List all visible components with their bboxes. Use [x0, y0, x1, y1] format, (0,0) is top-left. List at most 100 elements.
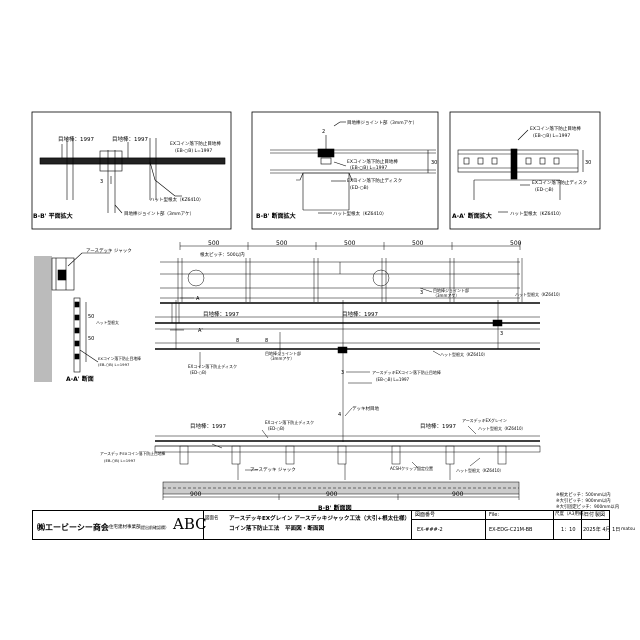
note-1: ※根太ピッチ：500mm以内 — [556, 491, 611, 498]
section-aa-disc-sub: (ED-○B) — [535, 187, 554, 193]
plan-dim-2: 500 — [276, 240, 288, 247]
plan-detail-coin-bar: EXコイン落下防止目地棒 — [170, 140, 221, 147]
drawing-no-label: 図面番号 — [415, 512, 436, 518]
plan-marker-a: A — [196, 296, 200, 302]
elev-deck-grain: アースデッキEXグレイン — [462, 417, 507, 423]
plan-num-4: 4 — [338, 412, 341, 418]
plan-joint-member2: 目地棒ジョイント部 — [265, 350, 301, 356]
side-section-geometry — [34, 252, 110, 382]
plan-disc-label: EXコイン落下防止ディスク — [188, 363, 237, 369]
section-bb-hat-beam: ハット型根太（KZ6410） — [333, 210, 387, 217]
plan-detail-hat-beam: ハット型根太（KZ6410） — [150, 196, 204, 203]
plan-dim-1: 500 — [208, 240, 220, 247]
side-label-wall: ハット型根太 — [96, 320, 119, 325]
plan-joint-member-sub: （3mmアケ） — [433, 292, 459, 298]
side-label-bar: EXコイン落下防止目地棒 — [98, 356, 141, 361]
title-block: ㈱エービーシー商会 住宅建材事業部 （提出前確認欄） ABC 図面名 アースデッ… — [32, 510, 635, 540]
section-bb-joint-member: 目地棒ジョイント部（3mmアケ） — [347, 119, 417, 126]
side-jack: アースデッキ ジャック — [86, 247, 132, 254]
detail-box-section-aa — [449, 111, 601, 230]
elev-bar-label: アースデッキEXコイン落下防止目地棒 — [100, 451, 166, 456]
file-label: File: — [489, 512, 500, 518]
plan-detail-joint-member: 目地棒ジョイント部（3mmアケ） — [124, 210, 194, 217]
note-3: ※大引固定ピッチ：900mm以内 — [556, 503, 619, 510]
scale-label: 尺度（A3用紙） — [555, 512, 588, 517]
elev-joint-1: 目地棒：1997 — [190, 422, 226, 430]
plan-joint-2: 目地棒：1997 — [342, 310, 378, 318]
section-bb-coin-bar-sub: (EB-○B) L=1997 — [350, 165, 387, 171]
plan-joint-member: 目地棒ジョイント部 — [433, 287, 469, 293]
drawing-name-1: アースデッキEXグレイン アースデッキジャック工法（大引+根太仕様） — [229, 516, 411, 522]
elev-fixing: ACSHクリップ固定位置 — [390, 465, 433, 471]
elev-jack: アースデッキ ジャック — [250, 466, 296, 473]
stamp-label: （提出前確認欄） — [137, 525, 169, 530]
plan-detail-coin-bar-sub: (EB-○B) L=1997 — [175, 148, 212, 154]
plan-bar-label: アースデッキEXコイン落下防止目地棒 — [372, 369, 441, 375]
side-dim-bottom: 50 — [88, 336, 94, 342]
elevation-geometry — [154, 425, 541, 500]
elev-disc-label: EXコイン落下防止ディスク — [265, 419, 314, 425]
plan-num-3b: 3 — [500, 331, 503, 337]
section-bb-coin-bar: EXコイン落下防止目地棒 — [347, 158, 398, 165]
plan-joint-1: 目地棒：1997 — [203, 310, 239, 318]
plan-disc-sub: (ED-○B) — [190, 370, 207, 375]
elev-span-3: 900 — [452, 491, 464, 498]
company-logo: ABC — [173, 515, 207, 533]
plan-num-3c: 3 — [341, 370, 344, 376]
author-value: matsu — [621, 527, 636, 532]
plan-detail-joint-left: 目地棒：1997 — [58, 135, 94, 143]
plan-detail-joint-right: 目地棒：1997 — [112, 135, 148, 143]
scale-value: 1：10 — [561, 527, 576, 533]
section-aa-detail-geometry — [457, 129, 584, 213]
date-label: 日付 — [584, 512, 595, 518]
elev-title: B-B' 断面図 — [318, 504, 352, 512]
elev-bar-sub: (EB-○B) L=1997 — [104, 458, 136, 463]
plan-hat-label2: ハット型根太（KZ6410） — [440, 351, 488, 357]
section-aa-coin-bar: EXコイン落下防止目地棒 — [530, 125, 581, 132]
section-bb-num: 2 — [322, 129, 325, 135]
file-name: EX-EDG-C21M-BB — [489, 527, 533, 533]
section-aa-hat-beam: ハット型根太（KZ6410） — [510, 210, 564, 217]
plan-detail-num: 3 — [100, 179, 103, 185]
drawing-name-2: コイン落下防止工法 平面図・断面図 — [229, 526, 325, 532]
plan-deck-joint: デッキ材目地 — [352, 405, 379, 412]
company-name: ㈱エービーシー商会 — [37, 523, 109, 532]
detail-box-plan — [31, 111, 232, 230]
plan-num-8: 8 — [236, 338, 239, 344]
date-value: 2025年 4月 1日 — [583, 527, 621, 533]
elev-disc-sub: (ED-○B) — [268, 426, 285, 431]
elev-hat-label: ハット型根太（KZ6410） — [478, 425, 526, 431]
plan-dim-3: 500 — [344, 240, 356, 247]
drawing-name-label: 図面名 — [205, 516, 219, 521]
plan-dim-5: 500 — [510, 240, 522, 247]
side-dim-top: 50 — [88, 314, 94, 320]
side-section-title: A-A' 断面 — [66, 375, 94, 383]
plan-num-8b: 8 — [265, 338, 268, 344]
author-label: 製図 — [595, 512, 606, 518]
plan-detail-geometry — [39, 138, 226, 214]
section-bb-title: B-B' 断面拡大 — [256, 212, 296, 220]
plan-marker-a2: A' — [198, 328, 203, 334]
section-aa-coin-bar-sub: (EB-○B) L=1997 — [533, 133, 570, 139]
elev-joint-2: 目地棒：1997 — [420, 422, 456, 430]
plan-hat-label: ハット型根太（KZ6410） — [515, 291, 563, 297]
plan-joint-member2-sub: （3mmアケ） — [268, 355, 294, 361]
section-bb-dim: 30 — [431, 160, 437, 166]
note-2: ※大引ピッチ：900mm以内 — [556, 497, 611, 504]
section-bb-detail-geometry — [270, 121, 436, 214]
section-bb-disc-sub: (ED-○B) — [350, 185, 369, 191]
elev-hat-label2: ハット型根太（KZ6410） — [456, 467, 504, 473]
elev-span-2: 900 — [326, 491, 338, 498]
elev-span-1: 900 — [190, 491, 202, 498]
drawing-no: EX-###-2 — [417, 527, 443, 533]
plan-detail-title: B-B' 平面拡大 — [33, 212, 73, 220]
detail-box-section-bb — [251, 111, 439, 230]
section-aa-title: A-A' 断面拡大 — [452, 212, 492, 220]
plan-pitch-label: 根太ピッチ：500以内 — [200, 251, 245, 258]
section-aa-dim: 30 — [585, 160, 591, 166]
plan-dim-4: 500 — [412, 240, 424, 247]
plan-view-geometry — [155, 242, 540, 442]
plan-bar-sub: (EB-○B) L=1997 — [376, 377, 410, 382]
plan-num-3: 3 — [420, 290, 423, 296]
